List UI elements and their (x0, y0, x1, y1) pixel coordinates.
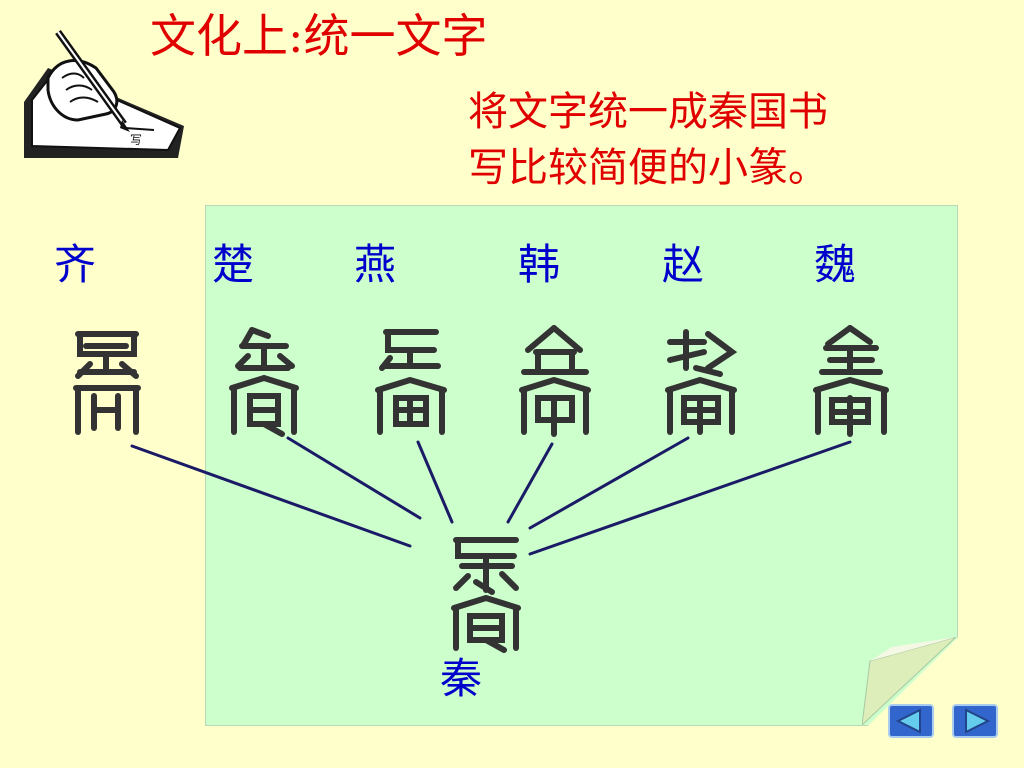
arrow-left-icon[interactable] (888, 704, 934, 738)
state-label-qi: 齐 (54, 240, 97, 289)
state-label-yan: 燕 (354, 240, 397, 289)
hand-writing-icon: 写 (24, 29, 184, 158)
subtitle-line: 写比较简便的小篆。 (468, 145, 828, 191)
ancient-glyph-chu (229, 327, 299, 437)
state-label-han: 韩 (518, 240, 561, 289)
state-label-chu: 楚 (212, 240, 255, 289)
state-label-wei: 魏 (814, 240, 857, 289)
ancient-glyph-qi (73, 331, 141, 435)
ancient-glyph-zhao (665, 329, 738, 435)
ancient-glyph-wei (813, 325, 889, 437)
subtitle-line: 将文字统一成秦国书 (468, 89, 828, 135)
ancient-glyph-han (519, 325, 591, 437)
ancient-glyph-qin (451, 537, 521, 653)
slide-subtitle: 将文字统一成秦国书 写比较简便的小篆。 (468, 84, 938, 196)
state-label-zhao: 赵 (662, 240, 705, 289)
ancient-glyph-yan (375, 329, 447, 435)
state-label-qin: 秦 (440, 654, 483, 703)
arrow-right-icon[interactable] (952, 704, 998, 738)
svg-text:写: 写 (130, 133, 142, 147)
slide-title: 文化上:统一文字 (150, 9, 488, 63)
